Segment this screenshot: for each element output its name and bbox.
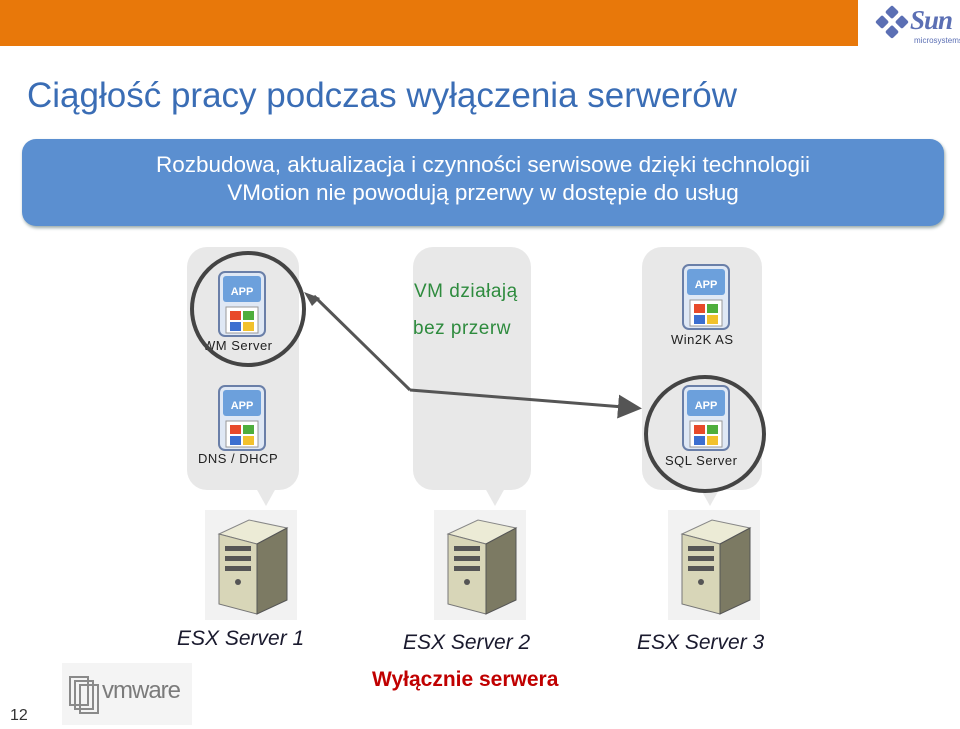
highlight-ring-destination [644,375,766,493]
host-card-2-pointer [485,488,505,506]
app-vm-icon: APP [682,264,730,330]
vm-label-win2k-as: Win2K AS [671,332,734,347]
vm-running-line-1: VM działają [414,281,518,302]
banner-line-1: Rozbudowa, aktualizacja i czynności serw… [155,152,811,177]
svg-text:APP: APP [695,279,718,291]
vm-running-line-2: bez przerw [413,318,511,339]
server-tower-icon [205,510,297,620]
svg-text:APP: APP [231,400,254,412]
vmware-logo-text: vmware [102,677,181,704]
server-label-esx1: ESX Server 1 [177,627,305,650]
server-tower-icon [668,510,760,620]
vmware-logo: vmware [62,663,192,725]
server-label-esx2: ESX Server 2 [403,631,531,654]
server-tower-icon [434,510,526,620]
banner-text: Rozbudowa, aktualizacja i czynności serw… [22,151,944,207]
top-bar [0,0,858,46]
sun-logo-icon [875,5,909,39]
host-card-1-pointer [256,488,276,506]
highlight-ring-source [190,251,306,367]
server-label-esx3: ESX Server 3 [637,631,765,654]
app-vm-icon: APP [218,385,266,451]
slide-title: Ciągłość pracy podczas wyłączenia serwer… [27,76,738,115]
sun-logo-subtext: microsystems [914,36,960,45]
info-banner: Rozbudowa, aktualizacja i czynności serw… [22,139,944,226]
shutdown-note: Wyłącznie serwera [372,668,559,691]
vmware-logo-icon [69,676,99,714]
banner-line-2: VMotion nie powodują przerwy w dostępie … [227,180,739,205]
page-number: 12 [10,707,28,724]
host-card-2 [413,247,531,490]
sun-logo-text: Sun [910,5,953,35]
vm-label-dns-dhcp: DNS / DHCP [198,451,279,466]
